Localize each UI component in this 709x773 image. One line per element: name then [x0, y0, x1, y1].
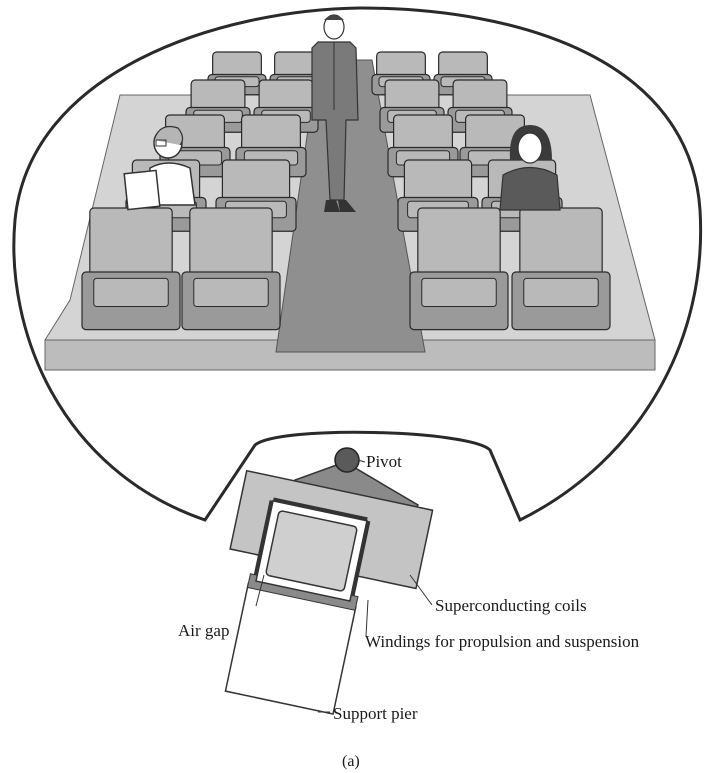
label-air-gap: Air gap — [178, 621, 229, 640]
label-windings: Windings for propulsion and suspension — [365, 632, 640, 651]
label-superconducting-coils: Superconducting coils — [435, 596, 587, 615]
leader-lines — [255, 459, 433, 713]
seat — [181, 207, 281, 331]
seat — [409, 207, 509, 331]
label-support-pier: Support pier — [333, 704, 418, 723]
figure-caption: (a) — [342, 753, 360, 770]
seat — [511, 207, 611, 331]
pivot-joint — [334, 447, 360, 473]
label-pivot: Pivot — [366, 452, 402, 471]
seat — [81, 207, 181, 331]
standing-passenger — [311, 14, 359, 212]
passenger-seated-right — [499, 125, 561, 211]
passenger-reading — [123, 125, 196, 211]
guideway-assembly — [224, 447, 434, 715]
